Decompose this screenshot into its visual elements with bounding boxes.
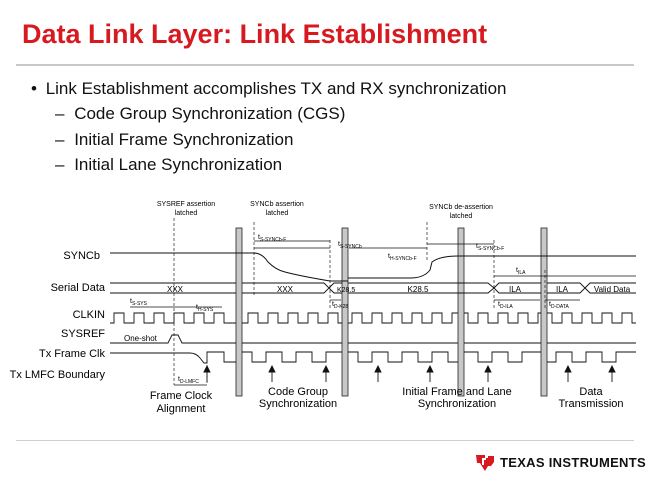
timing-label: tS-SYNCb-F (476, 243, 504, 252)
timing-label: tH-SYS (196, 304, 214, 313)
phase-bar-1 (235, 227, 243, 397)
bullet-level2: – Initial Lane Synchronization (55, 155, 282, 175)
bullet-marker: – (55, 104, 65, 123)
sysref-waveform (110, 334, 636, 344)
title-divider (16, 64, 634, 66)
slide-title: Data Link Layer: Link Establishment (22, 19, 488, 49)
annotation-syncb-deassert: SYNCb de-assertion (429, 204, 493, 211)
phase-label-data: Data (579, 386, 603, 398)
phase-label-ifs: Initial Frame and Lane (402, 386, 511, 398)
annotation-sysref-latched: latched (175, 210, 198, 217)
timing-label: tH-SYNCb-F (388, 253, 417, 262)
bullet-text: Code Group Synchronization (CGS) (74, 104, 346, 123)
serial-label-ila: ILA (509, 285, 522, 294)
signal-label-serial-data: Serial Data (51, 282, 106, 294)
annotation-sysref-latched: SYSREF assertion (157, 201, 215, 208)
timing-label: tILA (516, 267, 526, 276)
clkin-waveform (110, 312, 636, 324)
footer-divider (16, 440, 634, 441)
annotation-syncb-deassert: latched (450, 213, 473, 220)
timing-label: tS-SYNCb-F (258, 234, 286, 243)
serial-label-valid-data: Valid Data (594, 285, 631, 294)
signal-label-clkin: CLKIN (73, 309, 105, 321)
phase-label-cgs: Synchronization (259, 398, 337, 410)
bullet-text: Initial Lane Synchronization (74, 155, 283, 174)
timing-arrows (130, 240, 636, 386)
serial-label-k28: K28.5 (408, 285, 429, 294)
serial-data-bus (110, 282, 636, 294)
ti-logo-icon (476, 455, 494, 471)
phase-bar-3 (457, 227, 465, 397)
phase-label-ifs: Synchronization (418, 398, 496, 410)
one-shot-label: One-shot (124, 334, 158, 343)
bullet-text: Initial Frame Synchronization (74, 130, 294, 149)
signal-label-syncb: SYNCb (63, 250, 100, 262)
annotation-syncb-latched: SYNCb assertion (250, 201, 304, 208)
phase-label-frame-clock: Frame Clock (150, 390, 213, 402)
company-name: TEXAS INSTRUMENTS (500, 455, 646, 470)
bullet-marker: – (55, 130, 65, 149)
serial-label-xxx: XXX (277, 285, 294, 294)
phase-bar-2 (341, 227, 349, 397)
bullet-level2: – Initial Frame Synchronization (55, 130, 293, 150)
serial-label-k28: K28.5 (337, 287, 355, 294)
timing-label: tD-ILA (498, 301, 513, 310)
signal-label-tx-lmfc-boundary: Tx LMFC Boundary (10, 369, 106, 381)
serial-label-ila: ILA (556, 285, 569, 294)
serial-label-xxx: XXX (167, 285, 184, 294)
bullet-marker: – (55, 155, 65, 174)
annotation-syncb-latched: latched (266, 210, 289, 217)
tx-frame-clk-waveform (110, 351, 636, 364)
phase-label-data: Transmission (559, 398, 624, 410)
phase-bar-4 (540, 227, 548, 397)
bullet-marker: • (31, 79, 37, 98)
lmfc-arrows (203, 364, 616, 382)
timing-label: tD-K28 (332, 301, 348, 310)
signal-label-tx-frame-clk: Tx Frame Clk (39, 348, 106, 360)
bullet-level2: – Code Group Synchronization (CGS) (55, 104, 345, 124)
timing-diagram: SYNCb Serial Data CLKIN SYSREF Tx Frame … (10, 201, 636, 415)
signal-label-sysref: SYSREF (61, 328, 105, 340)
bullet-level1: • Link Establishment accomplishes TX and… (31, 79, 507, 99)
phase-label-cgs: Code Group (268, 386, 328, 398)
bullet-text: Link Establishment accomplishes TX and R… (45, 79, 507, 98)
timing-label: tS-SYS (130, 298, 148, 307)
syncb-waveform (110, 252, 636, 282)
timing-label: tD-LMFC (178, 376, 199, 385)
phase-label-frame-clock: Alignment (157, 403, 206, 415)
timing-label: tD-DATA (549, 301, 569, 310)
timing-label: tS-SYNCb (338, 241, 362, 250)
